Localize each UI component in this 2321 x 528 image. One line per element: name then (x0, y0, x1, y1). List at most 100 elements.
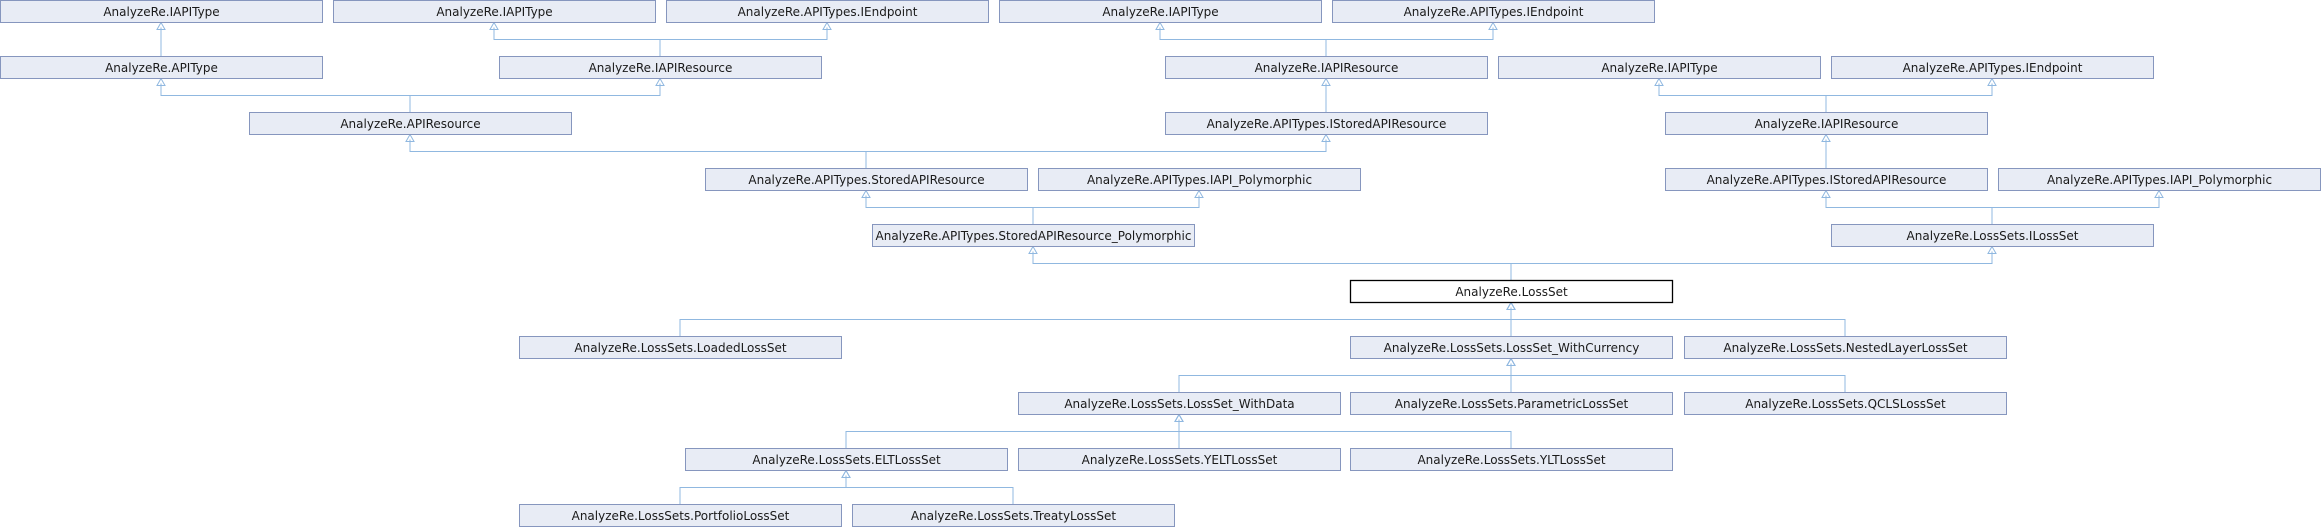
class-node[interactable]: AnalyzeRe.LossSets.ELTLossSet (685, 448, 1008, 471)
inheritance-edge (160, 83, 411, 113)
arrow-head-icon (156, 77, 166, 86)
inheritance-edge (1825, 83, 1993, 113)
class-node[interactable]: AnalyzeRe.APITypes.IStoredAPIResource (1665, 168, 1988, 191)
arrow-head-icon (405, 133, 415, 142)
class-label: AnalyzeRe.LossSet (1455, 285, 1568, 299)
class-box (1349, 279, 1674, 304)
inheritance-edge (1032, 195, 1200, 225)
class-box (1831, 56, 2154, 79)
class-node[interactable]: AnalyzeRe.APITypes.IAPI_Polymorphic (1038, 168, 1361, 191)
class-node[interactable]: AnalyzeRe.IAPIType (999, 0, 1322, 23)
class-node[interactable]: AnalyzeRe.LossSets.YLTLossSet (1350, 448, 1673, 471)
class-label: AnalyzeRe.LossSets.YELTLossSet (1082, 453, 1278, 467)
inheritance-edge (1658, 83, 1827, 113)
class-node[interactable]: AnalyzeRe.APIType (0, 56, 323, 79)
class-node[interactable]: AnalyzeRe.APITypes.IAPI_Polymorphic (1998, 168, 2321, 191)
class-box (705, 168, 1028, 191)
class-node[interactable]: AnalyzeRe.LossSets.TreatyLossSet (852, 504, 1175, 527)
class-label: AnalyzeRe.LossSets.LossSet_WithData (1064, 397, 1294, 411)
class-box (0, 56, 323, 79)
class-node[interactable]: AnalyzeRe.LossSets.ILossSet (1831, 224, 2154, 247)
inheritance-edge (409, 139, 867, 169)
class-box (1498, 56, 1821, 79)
inheritance-edge (659, 27, 828, 57)
arrow-head-icon (1821, 189, 1831, 198)
class-node[interactable]: AnalyzeRe.IAPIType (1498, 56, 1821, 79)
class-node[interactable]: AnalyzeRe.LossSets.LossSet_WithData (1018, 392, 1341, 415)
class-label: AnalyzeRe.LossSets.QCLSLossSet (1745, 397, 1946, 411)
class-node[interactable]: AnalyzeRe.APITypes.IEndpoint (666, 0, 989, 23)
class-label: AnalyzeRe.LossSets.ELTLossSet (752, 453, 941, 467)
arrow-head-icon (1654, 77, 1664, 86)
class-box (1665, 112, 1988, 135)
class-box (852, 504, 1175, 527)
arrow-head-icon (1321, 77, 1331, 86)
class-box (999, 0, 1322, 23)
class-node[interactable]: AnalyzeRe.IAPIType (333, 0, 656, 23)
inheritance-edge (1178, 419, 1512, 449)
class-label: AnalyzeRe.APITypes.IStoredAPIResource (1207, 117, 1447, 131)
inheritance-edge (865, 139, 1327, 169)
inheritance-edges (156, 21, 2164, 505)
inheritance-edge (865, 195, 1034, 225)
class-node[interactable]: AnalyzeRe.APITypes.IEndpoint (1332, 0, 1655, 23)
arrow-head-icon (1821, 133, 1831, 142)
inheritance-edge (493, 27, 661, 57)
class-box (1665, 168, 1988, 191)
class-box (1350, 392, 1673, 415)
class-label: AnalyzeRe.IAPIType (436, 5, 552, 19)
class-node[interactable]: AnalyzeRe.APIResource (249, 112, 572, 135)
arrow-head-icon (2154, 189, 2164, 198)
class-label: AnalyzeRe.LossSets.PortfolioLossSet (572, 509, 790, 523)
inheritance-edge (1510, 307, 1846, 337)
class-node[interactable]: AnalyzeRe.IAPIResource (1165, 56, 1488, 79)
arrow-head-icon (1174, 413, 1184, 422)
class-node[interactable]: AnalyzeRe.APITypes.StoredAPIResource (705, 168, 1028, 191)
class-node[interactable]: AnalyzeRe.APITypes.IEndpoint (1831, 56, 2154, 79)
class-box (685, 448, 1008, 471)
inheritance-edge (679, 307, 1512, 337)
class-node[interactable]: AnalyzeRe.APITypes.IStoredAPIResource (1165, 112, 1488, 135)
class-label: AnalyzeRe.APITypes.StoredAPIResource_Pol… (876, 229, 1192, 243)
class-box (1684, 336, 2007, 359)
class-node[interactable]: AnalyzeRe.IAPIResource (1665, 112, 1988, 135)
class-node[interactable]: AnalyzeRe.LossSets.LoadedLossSet (519, 336, 842, 359)
class-label: AnalyzeRe.IAPIType (103, 5, 219, 19)
class-label: AnalyzeRe.IAPIType (1601, 61, 1717, 75)
class-node[interactable]: AnalyzeRe.LossSets.PortfolioLossSet (519, 504, 842, 527)
class-label: AnalyzeRe.LossSets.ILossSet (1907, 229, 2079, 243)
arrow-head-icon (841, 469, 851, 478)
class-label: AnalyzeRe.APITypes.StoredAPIResource (748, 173, 984, 187)
class-box (519, 336, 842, 359)
class-node[interactable]: AnalyzeRe.IAPIType (0, 0, 323, 23)
class-node[interactable]: AnalyzeRe.APITypes.StoredAPIResource_Pol… (872, 224, 1195, 247)
class-label: AnalyzeRe.IAPIResource (1755, 117, 1899, 131)
inheritance-edge (1178, 363, 1512, 393)
arrow-head-icon (861, 189, 871, 198)
class-node[interactable]: AnalyzeRe.LossSets.NestedLayerLossSet (1684, 336, 2007, 359)
class-node[interactable]: AnalyzeRe.LossSets.QCLSLossSet (1684, 392, 2007, 415)
arrow-head-icon (655, 77, 665, 86)
class-box (1038, 168, 1361, 191)
class-label: AnalyzeRe.APITypes.IEndpoint (738, 5, 918, 19)
class-node[interactable]: AnalyzeRe.LossSets.YELTLossSet (1018, 448, 1341, 471)
class-label: AnalyzeRe.APITypes.IEndpoint (1404, 5, 1584, 19)
inheritance-edge (1325, 27, 1494, 57)
class-label: AnalyzeRe.IAPIType (1102, 5, 1218, 19)
arrow-head-icon (822, 21, 832, 30)
inheritance-edge (845, 475, 1014, 505)
class-label: AnalyzeRe.APIType (105, 61, 218, 75)
arrow-head-icon (1155, 21, 1165, 30)
focus-class-node[interactable]: AnalyzeRe.LossSet (1349, 279, 1674, 304)
class-node[interactable]: AnalyzeRe.LossSets.LossSet_WithCurrency (1350, 336, 1673, 359)
class-box (666, 0, 989, 23)
class-label: AnalyzeRe.IAPIResource (1255, 61, 1399, 75)
class-box (1831, 224, 2154, 247)
class-label: AnalyzeRe.LossSets.NestedLayerLossSet (1723, 341, 1967, 355)
inheritance-edge (1991, 195, 2160, 225)
inheritance-edge (1159, 27, 1327, 57)
class-node[interactable]: AnalyzeRe.LossSets.ParametricLossSet (1350, 392, 1673, 415)
inheritance-edge (1825, 195, 1993, 225)
class-node[interactable]: AnalyzeRe.IAPIResource (499, 56, 822, 79)
